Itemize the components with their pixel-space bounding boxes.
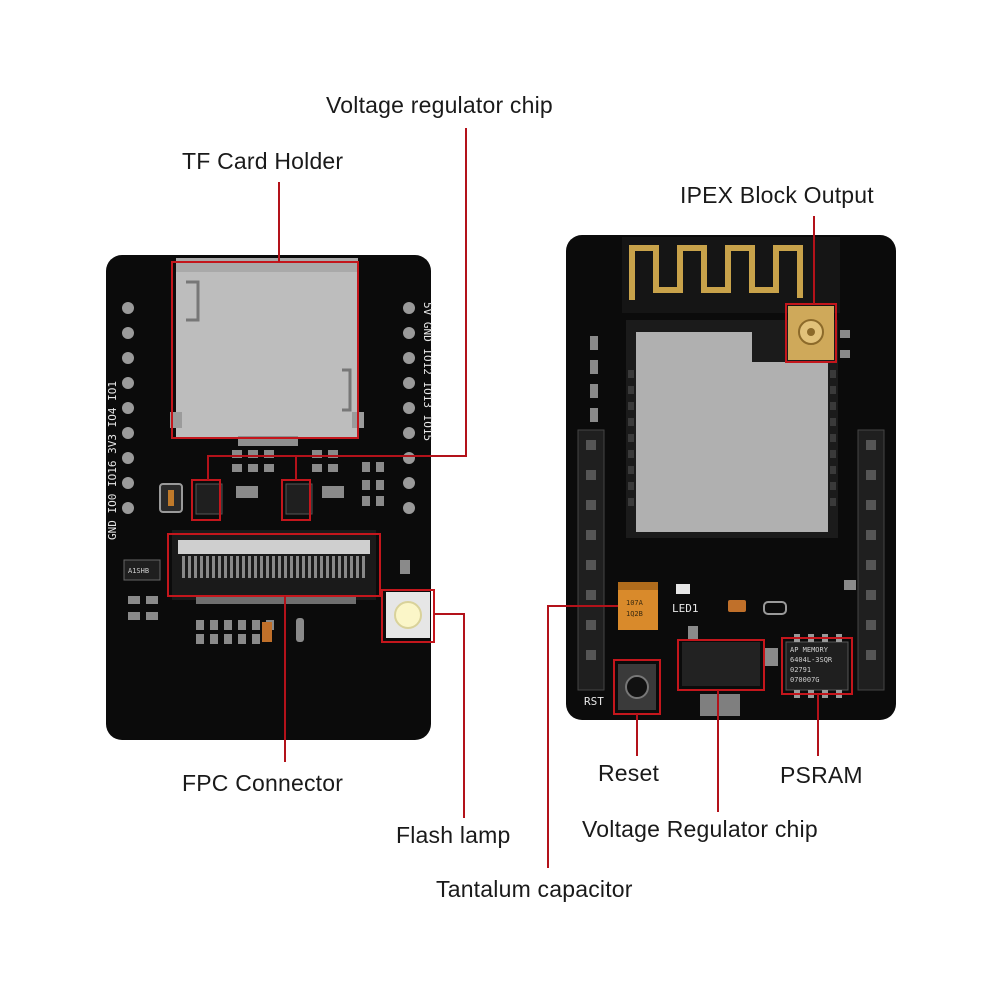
led1-component (676, 584, 690, 594)
label-psram: PSRAM (780, 762, 863, 788)
right-regulator-highlight (677, 639, 765, 691)
capacitor-marking-2: 1Q2B (626, 610, 643, 618)
leader-voltage-regulator-top (207, 128, 467, 480)
label-tf-card-holder: TF Card Holder (182, 148, 344, 174)
rst-label: RST (584, 695, 604, 708)
svg-text:070007G: 070007G (790, 676, 820, 684)
left-a1shb-chip (123, 559, 161, 581)
psram-chip: AP MEMORY 6404L-3SQR 02791 070007G (785, 634, 849, 698)
left-regulator-chip-2 (285, 483, 313, 515)
label-ipex-block-output: IPEX Block Output (680, 182, 874, 208)
label-flash-lamp: Flash lamp (396, 822, 511, 848)
label-reset: Reset (598, 760, 660, 786)
wifi-antenna-trace (629, 245, 803, 300)
left-silk-pins-a: GND IO0 IO16 3V3 IO4 IO1 (106, 381, 119, 540)
left-regulator-chip-1 (195, 483, 223, 515)
esp32-module-shield (636, 332, 828, 532)
left-smd-components (232, 450, 384, 506)
label-voltage-regulator-top: Voltage regulator chip (326, 92, 553, 118)
ipex-highlight (785, 303, 837, 363)
flash-lamp-highlight (381, 589, 435, 643)
right-board: 107A 1Q2B LED1 AP MEMORY 6404L-3SQR 0279… (566, 235, 896, 720)
svg-text:6404L-3SQR: 6404L-3SQR (790, 656, 833, 664)
fpc-connector-pins (182, 556, 365, 578)
label-fpc-connector: FPC Connector (182, 770, 344, 796)
led1-label: LED1 (672, 602, 699, 615)
right-smd-components (590, 330, 856, 590)
tf-card-holder-highlight (171, 261, 359, 439)
leader-flash-lamp (434, 613, 465, 818)
svg-text:AP MEMORY: AP MEMORY (790, 646, 829, 654)
fpc-connector-highlight (167, 533, 381, 597)
leader-lines (207, 128, 819, 868)
right-pin-header-right (857, 429, 885, 691)
module-castellations (628, 370, 836, 506)
tf-card-holder-metal (176, 258, 358, 438)
left-bottom-components (128, 596, 304, 644)
right-pin-header-left (577, 429, 605, 691)
label-voltage-regulator-bottom: Voltage Regulator chip (582, 816, 818, 842)
left-silk-pins-b: 5V GND IO12 IO13 IO15 (421, 302, 434, 441)
label-tantalum-capacitor: Tantalum capacitor (436, 876, 633, 902)
left-pin-header-left (122, 302, 134, 514)
left-board: GND IO0 IO16 3V3 IO4 IO1 5V GND IO12 IO1… (106, 255, 435, 740)
left-a1shb-marking: A1SHB (128, 567, 149, 575)
leader-tantalum (547, 605, 618, 868)
svg-text:02791: 02791 (790, 666, 811, 674)
left-pin-header-right (403, 302, 415, 514)
capacitor-marking-1: 107A (626, 599, 644, 607)
right-voltage-regulator-chip (682, 642, 760, 686)
